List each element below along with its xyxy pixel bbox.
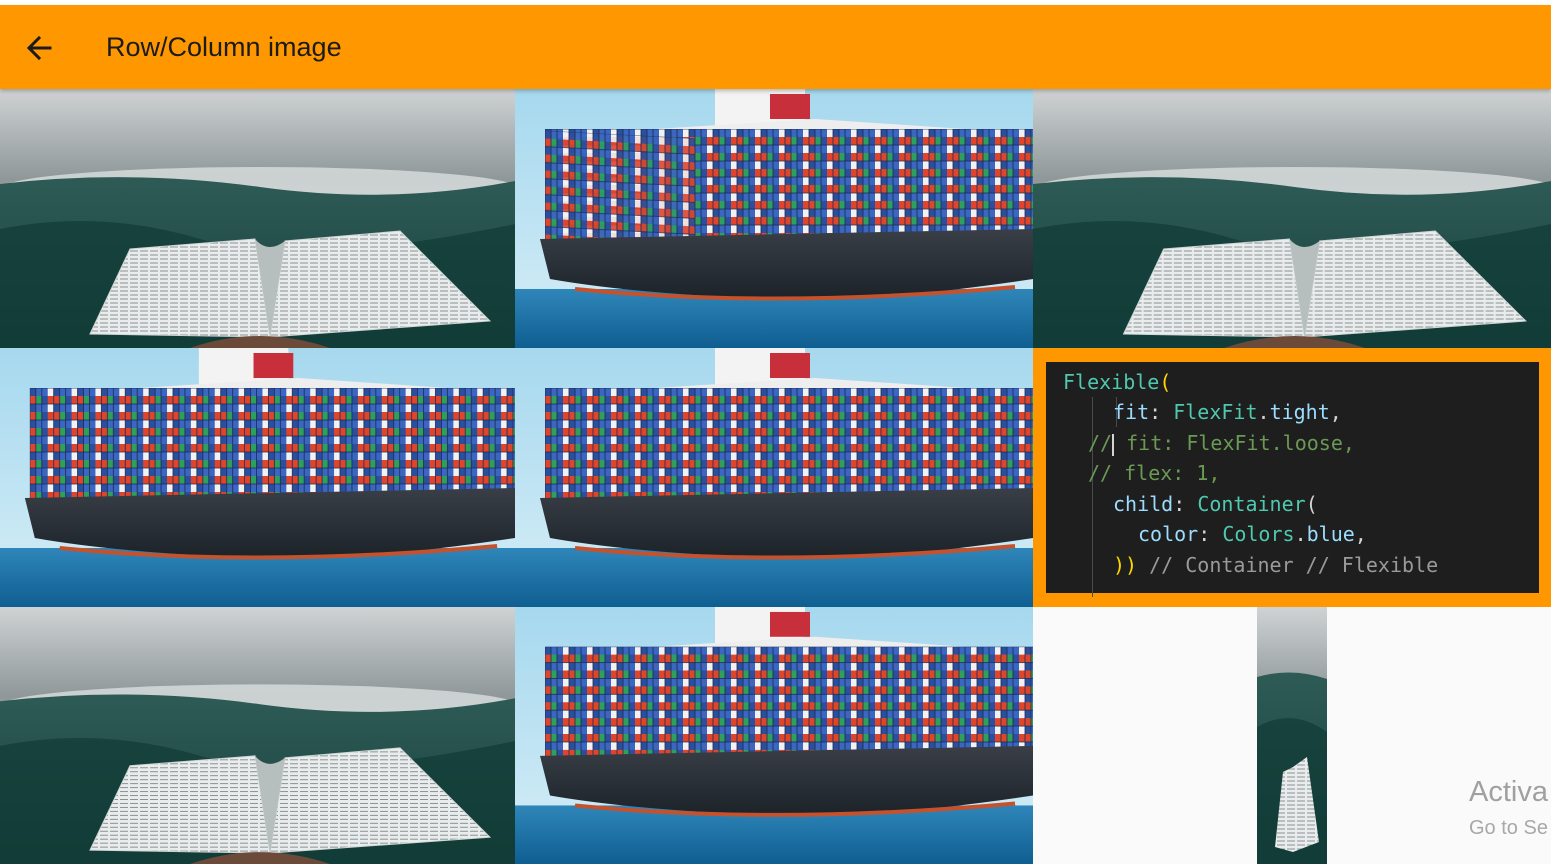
image-container-ship (515, 348, 1033, 607)
watermark-area: Activa Go to Se (1033, 607, 1551, 864)
activate-windows-title: Activa (1469, 776, 1548, 808)
arrow-back-icon (18, 27, 60, 69)
code-line-2: fit: FlexFit.tight, (1113, 397, 1342, 427)
image-book-forest (0, 89, 515, 348)
code-token: )) (1113, 553, 1138, 577)
app-bar: Row/Column image (0, 5, 1551, 89)
code-token: fit: FlexFit.loose, (1114, 431, 1355, 455)
code-token: : (1198, 522, 1223, 546)
text-cursor (1112, 433, 1115, 456)
code-token: . (1294, 522, 1307, 546)
code-token: Container (1197, 492, 1306, 516)
image-book-forest-narrow (1257, 607, 1327, 864)
image-book-forest (1033, 89, 1551, 348)
code-token: ( (1305, 492, 1318, 516)
page-title: Row/Column image (106, 32, 342, 62)
code-token: tight (1269, 400, 1330, 424)
code-token: , (1329, 400, 1342, 424)
code-editor: Flexible( fit: FlexFit.tight, // fit: Fl… (1046, 362, 1539, 597)
code-token: : (1173, 492, 1198, 516)
code-token: : (1149, 400, 1174, 424)
code-line-4: // flex: 1, (1088, 458, 1220, 488)
code-line-6: color: Colors.blue, (1138, 519, 1367, 549)
indent-guide (1092, 397, 1093, 597)
code-line-1: Flexible( (1063, 367, 1171, 397)
code-line-5: child: Container( (1113, 489, 1318, 519)
code-token: child (1113, 492, 1174, 516)
image-container-ship (515, 89, 1033, 348)
code-token: Flexible (1063, 370, 1160, 394)
code-token: // (1088, 431, 1113, 455)
back-button[interactable] (18, 27, 60, 69)
code-line-7: )) // Container // Flexible (1113, 550, 1438, 580)
code-token: Colors (1222, 522, 1295, 546)
image-book-forest (0, 607, 515, 864)
code-token: color (1138, 522, 1199, 546)
code-token: FlexFit (1173, 400, 1258, 424)
code-token: fit (1113, 400, 1150, 424)
window-top-strip (0, 0, 1551, 5)
code-snippet-image: Flexible( fit: FlexFit.tight, // fit: Fl… (1033, 348, 1551, 607)
code-token: . (1257, 400, 1270, 424)
indent-guide (1116, 397, 1117, 427)
image-container-ship (0, 348, 515, 607)
code-token: // Container // Flexible (1137, 553, 1439, 577)
code-token: , (1354, 522, 1367, 546)
activate-windows-subtitle: Go to Se (1469, 817, 1548, 839)
code-token: // flex: 1, (1088, 461, 1221, 485)
image-container-ship (515, 607, 1033, 864)
code-line-3: // fit: FlexFit.loose, (1088, 428, 1355, 458)
code-token: blue (1306, 522, 1355, 546)
code-token: ( (1159, 370, 1172, 394)
